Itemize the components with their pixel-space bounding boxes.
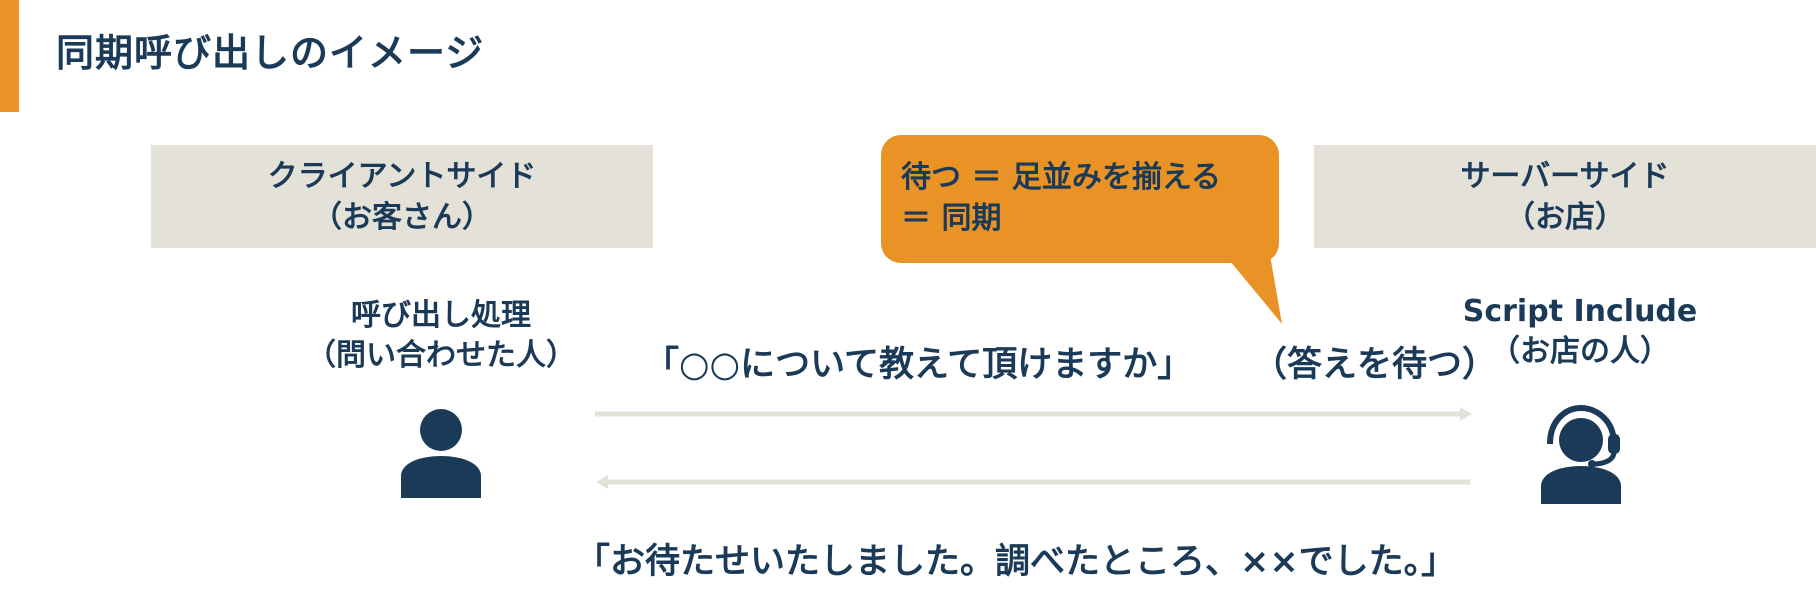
server-side-box: サーバーサイド （お店） <box>1314 145 1816 248</box>
server-side-subtitle: （お店） <box>1505 199 1625 235</box>
page-title: 同期呼び出しのイメージ <box>56 31 485 75</box>
server-actor-label: Script Include （お店の人） <box>1460 292 1700 372</box>
response-arrow <box>596 475 1470 489</box>
client-side-subtitle: （お客さん） <box>312 199 492 235</box>
title-accent-bar <box>0 0 19 112</box>
server-actor-subtitle: （お店の人） <box>1490 334 1670 369</box>
client-side-title: クライアントサイド <box>267 158 537 194</box>
request-message: 「○○について教えて頂けますか」 <box>644 345 1193 385</box>
server-actor-title: Script Include <box>1462 294 1698 329</box>
request-arrow <box>595 407 1472 421</box>
callout-line-1: 待つ ＝ 足並みを揃える <box>901 160 1221 195</box>
server-side-title: サーバーサイド <box>1460 158 1670 194</box>
client-actor-subtitle: （問い合わせた人） <box>306 338 576 373</box>
client-actor-label: 呼び出し処理 （問い合わせた人） <box>300 296 582 376</box>
user-icon <box>401 409 481 498</box>
wait-message: （答えを待つ） <box>1252 345 1498 385</box>
support-agent-icon <box>1541 404 1621 504</box>
client-actor-title: 呼び出し処理 <box>351 298 531 333</box>
callout-line-2: ＝ 同期 <box>901 201 1002 236</box>
response-message: 「お待たせいたしました。調べたところ、××でした。」 <box>575 542 1457 582</box>
sync-callout-bubble: 待つ ＝ 足並みを揃える ＝ 同期 <box>881 135 1279 263</box>
client-side-box: クライアントサイド （お客さん） <box>151 145 653 248</box>
